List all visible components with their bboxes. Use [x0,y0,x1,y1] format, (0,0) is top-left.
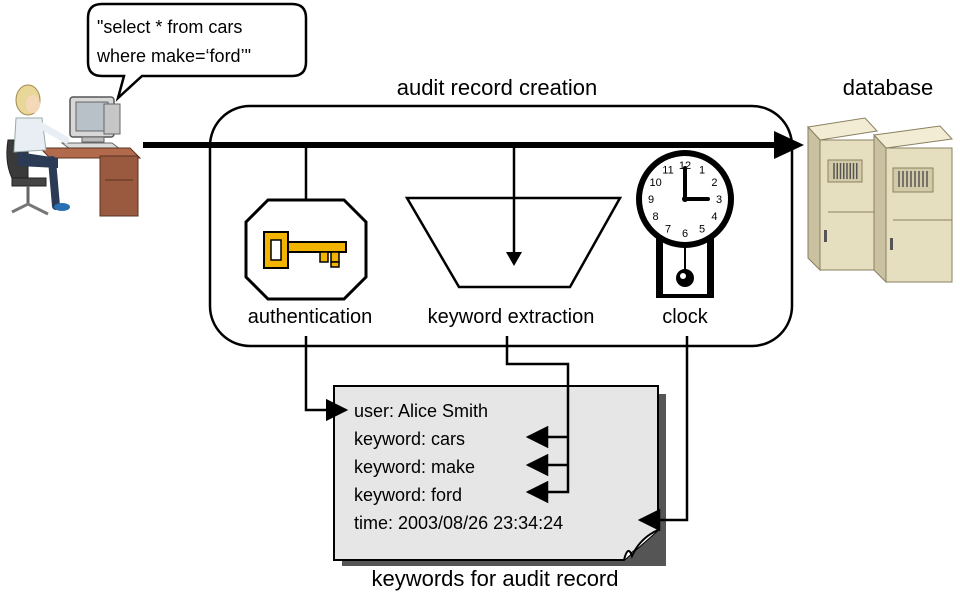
clock-label: clock [662,306,709,328]
clock-number: 6 [682,228,688,240]
auth-to-record-arrow [304,336,349,422]
clock-number: 9 [648,194,654,206]
query-flow-arrowhead [774,131,804,159]
clock-to-time-arrow [637,336,689,532]
query-speech-bubble: "select * from cars where make=‘ford’" [86,2,308,102]
clock-number: 10 [649,177,661,189]
keyword-extraction-label: keyword extraction [428,306,595,328]
audit-record-lines: user: Alice Smith keyword: cars keyword: m… [354,401,563,533]
key-icon [263,231,347,269]
clock-number: 4 [711,211,717,223]
audit-record-line: time: 2003/08/26 23:34:24 [354,513,563,533]
extraction-arrowhead [506,252,522,266]
extraction-to-ford-arrow [505,336,570,504]
audit-creation-title: audit record creation [397,75,598,100]
audit-record-line: user: Alice Smith [354,401,488,421]
clock-number: 3 [716,194,722,206]
clock-number: 7 [665,223,671,235]
record-page-curl [623,529,659,561]
audit-creation-box [208,104,794,348]
authentication-label: authentication [248,306,373,328]
database-label: database [843,75,934,100]
user-at-computer-icon [6,84,142,217]
clock-number: 11 [662,165,673,177]
server-cabinets-icon [806,117,954,284]
query-line-2: where make=‘ford’" [96,46,251,66]
clock-number: 8 [653,211,659,223]
clock-number: 5 [699,223,705,235]
keywords-caption: keywords for audit record [372,566,619,591]
clock-number: 1 [699,165,705,177]
audit-record-line: keyword: ford [354,485,462,505]
audit-record-line: keyword: cars [354,429,465,449]
clock-number: 2 [711,177,717,189]
audit-record-line: keyword: make [354,457,475,477]
query-line-1: "select * from cars [97,17,242,37]
